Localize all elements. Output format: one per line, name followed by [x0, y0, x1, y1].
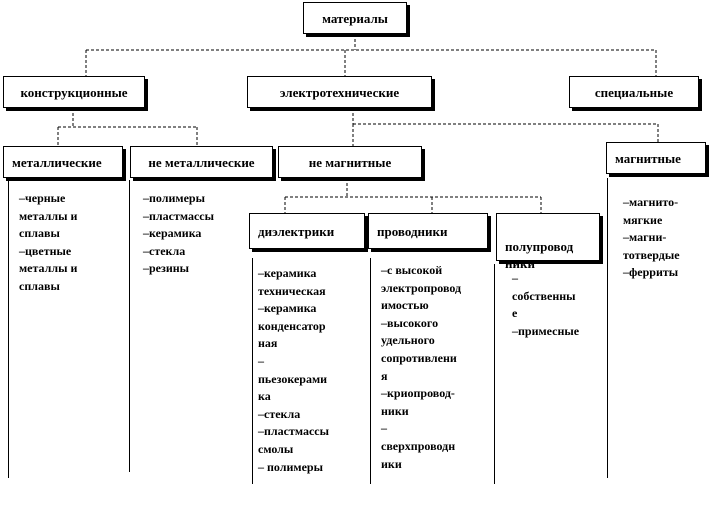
node-non-magnetic: не магнитные — [278, 146, 422, 178]
list-divider-semiconductors — [494, 264, 495, 484]
node-materials: материалы — [303, 2, 407, 34]
node-special-label: специальные — [594, 84, 674, 100]
node-electrotechnical: электротехнические — [247, 76, 432, 108]
node-semiconductors: полупровод ники — [496, 213, 600, 271]
node-non-magnetic-label: не магнитные — [308, 154, 392, 170]
node-semiconductors-label: полупровод ники — [505, 239, 574, 271]
node-constructional: конструкционные — [3, 76, 145, 108]
node-non-metallic: не металлические — [130, 146, 273, 178]
list-divider-metallic — [8, 180, 9, 478]
node-special: специальные — [569, 76, 699, 108]
conductors-items-list: –с высокой электропровод имостью –высоко… — [381, 263, 462, 471]
magnetic-items-list: –магнито- мягкие –магни- тотвердые –ферр… — [623, 195, 680, 280]
list-divider-non-metallic — [129, 180, 130, 472]
dielectrics-items-list: –керамика техническая –керамика конденса… — [258, 266, 329, 474]
node-constructional-label: конструкционные — [20, 84, 128, 100]
node-materials-label: материалы — [322, 10, 388, 26]
node-metallic-label: металлические — [12, 154, 102, 170]
list-divider-magnetic — [607, 178, 608, 478]
node-conductors: проводники — [368, 213, 488, 249]
node-magnetic-label: магнитные — [615, 150, 681, 166]
node-dielectrics-label: диэлектрики — [258, 223, 335, 239]
semiconductors-items-list: – собственны е –примесные — [512, 271, 580, 338]
metallic-items-list: –черные металлы и сплавы –цветные металл… — [19, 191, 78, 293]
node-non-metallic-label: не металлические — [148, 154, 255, 170]
node-conductors-label: проводники — [377, 223, 448, 239]
non-metallic-items-list: –полимеры –пластмассы –керамика –стекла … — [143, 191, 214, 276]
node-metallic: металлические — [3, 146, 123, 178]
node-dielectrics: диэлектрики — [249, 213, 365, 249]
list-divider-conductors — [370, 258, 371, 484]
node-magnetic: магнитные — [606, 142, 706, 174]
node-electrotechnical-label: электротехнические — [279, 84, 400, 100]
list-divider-dielectrics — [252, 258, 253, 484]
